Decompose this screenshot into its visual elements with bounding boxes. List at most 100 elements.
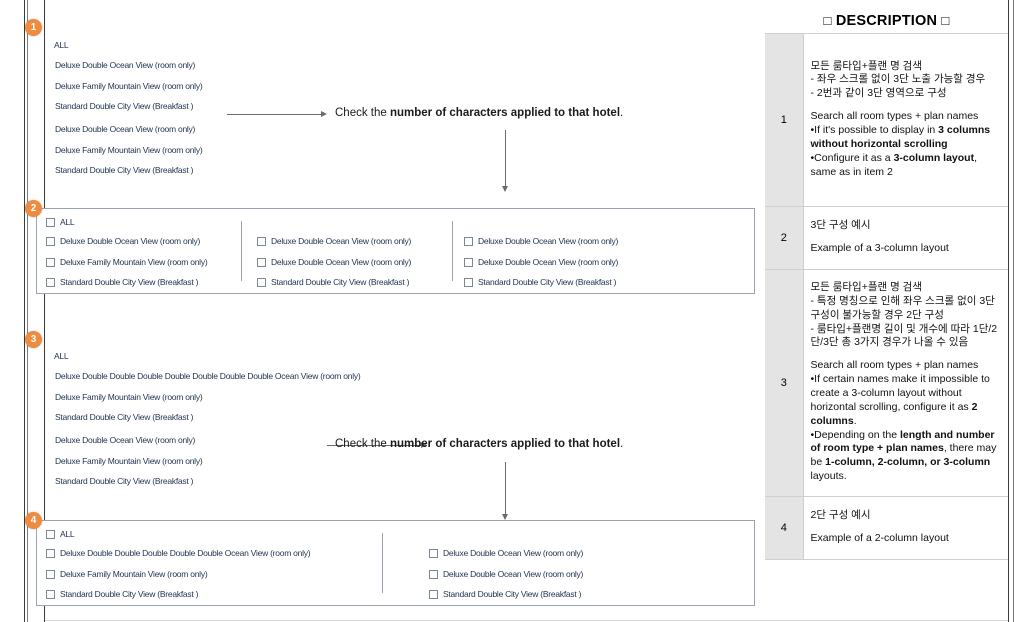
description-row-number: 2 (765, 206, 804, 270)
room-list-item: Deluxe Double Ocean View (room only) (55, 435, 196, 445)
room-list-item: ALL (54, 40, 69, 50)
caption-step1: Check the number of characters applied t… (335, 107, 623, 119)
room-list-item: Standard Double City View (Breakfast ) (55, 101, 194, 111)
description-spacer (811, 523, 1002, 532)
description-row-body: 2단 구성 예시 Example of a 2-column layout (803, 496, 1008, 560)
description-row-number: 4 (765, 496, 804, 560)
description-korean-text: 모든 룸타입+플랜 명 검색- 특정 명칭으로 인해 좌우 스크롤 없이 3단 … (810, 280, 998, 349)
checkbox-icon[interactable] (46, 236, 55, 246)
checkbox-icon[interactable] (257, 257, 266, 267)
caption-step1-suffix: . (620, 107, 624, 119)
checkbox-icon[interactable] (257, 277, 266, 287)
room-list-item: Standard Double City View (Breakfast ) (55, 412, 194, 422)
checkbox-label: Deluxe Family Mountain View (room only) (60, 569, 208, 579)
description-row-number: 3 (765, 269, 804, 497)
description-title-text: DESCRIPTION (835, 13, 938, 29)
caption-step1-prefix: Check the (335, 107, 390, 119)
description-title: □ DESCRIPTION □ (765, 13, 1008, 29)
checkbox-icon[interactable] (464, 257, 473, 267)
checkbox-row[interactable]: Standard Double City View (Breakfast ) (257, 277, 409, 287)
right-rule-inner (1008, 0, 1009, 622)
bottom-rule (45, 620, 1008, 621)
checkbox-label: Standard Double City View (Breakfast ) (443, 589, 582, 599)
checkbox-icon[interactable] (46, 529, 55, 539)
caption-step1-strong: number of characters applied to that hot… (389, 107, 621, 119)
step-badge-3: 3 (25, 331, 42, 348)
arrow-step1-down (500, 130, 510, 192)
checkbox-row[interactable]: Deluxe Double Ocean View (room only) (429, 548, 583, 558)
checkbox-icon[interactable] (429, 548, 438, 558)
checkbox-row[interactable]: Deluxe Double Ocean View (room only) (257, 236, 411, 246)
checkbox-row[interactable]: Standard Double City View (Breakfast ) (429, 589, 581, 599)
room-list-item: Deluxe Double Ocean View (room only) (55, 124, 196, 134)
description-left-box-icon: □ (823, 13, 832, 28)
description-korean-text: 2단 구성 예시 (810, 509, 871, 522)
checkbox-label: Standard Double City View (Breakfast ) (60, 589, 199, 599)
section4-two-column-panel: ALL Deluxe Double Double Double Double Do… (36, 520, 755, 606)
checkbox-row[interactable]: Deluxe Double Ocean View (room only) (46, 236, 200, 246)
checkbox-label: Deluxe Family Mountain View (room only) (60, 257, 208, 267)
checkbox-label: ALL (60, 217, 75, 227)
checkbox-row[interactable]: Standard Double City View (Breakfast ) (46, 277, 198, 287)
checkbox-label: Standard Double City View (Breakfast ) (271, 277, 410, 287)
caption-step3-strong: number of characters applied to that hot… (389, 438, 621, 450)
room-list-item: Deluxe Family Mountain View (room only) (55, 456, 203, 466)
checkbox-icon[interactable] (429, 589, 438, 599)
caption-step3-suffix: . (620, 438, 624, 450)
caption-step3: Check the number of characters applied t… (335, 438, 623, 450)
description-english-text: Search all room types + plan names•If ce… (810, 359, 997, 483)
checkbox-row[interactable]: Standard Double City View (Breakfast ) (464, 277, 616, 287)
description-spacer (811, 101, 1002, 110)
arrow-step3-down (500, 462, 510, 520)
checkbox-icon[interactable] (46, 589, 55, 599)
checkbox-row[interactable]: ALL (46, 529, 75, 539)
checkbox-row[interactable]: Deluxe Double Ocean View (room only) (464, 257, 618, 267)
description-row-body: 모든 룸타입+플랜 명 검색- 특정 명칭으로 인해 좌우 스크롤 없이 3단 … (803, 269, 1008, 497)
checkbox-icon[interactable] (46, 548, 55, 558)
step-badge-1: 1 (25, 19, 42, 36)
description-right-box-icon: □ (941, 13, 950, 28)
checkbox-row[interactable]: Deluxe Double Ocean View (room only) (257, 257, 411, 267)
description-spacer (811, 233, 1002, 242)
checkbox-label: Deluxe Double Ocean View (room only) (443, 569, 584, 579)
step-badge-4: 4 (25, 512, 42, 529)
checkbox-label: Deluxe Double Ocean View (room only) (478, 257, 619, 267)
room-list-item: Deluxe Family Mountain View (room only) (55, 145, 203, 155)
checkbox-row[interactable]: Deluxe Family Mountain View (room only) (46, 569, 208, 579)
left-rule-outer (24, 0, 25, 622)
checkbox-row[interactable]: Deluxe Double Ocean View (room only) (464, 236, 618, 246)
section4-divider-1 (382, 533, 383, 593)
checkbox-icon[interactable] (429, 569, 438, 579)
checkbox-label: Deluxe Double Ocean View (room only) (271, 257, 412, 267)
description-row: 4 2단 구성 예시 Example of a 2-column layout (765, 496, 1008, 560)
checkbox-icon[interactable] (46, 277, 55, 287)
caption-step3-prefix: Check the (335, 438, 390, 450)
step-badge-2: 2 (25, 200, 42, 217)
checkbox-row[interactable]: Deluxe Family Mountain View (room only) (46, 257, 208, 267)
checkbox-icon[interactable] (257, 236, 266, 246)
checkbox-icon[interactable] (464, 277, 473, 287)
checkbox-label: ALL (60, 529, 75, 539)
description-spacer (811, 350, 1002, 359)
checkbox-label: Deluxe Double Double Double Double Doubl… (60, 548, 311, 558)
room-list-item: ALL (54, 351, 69, 361)
checkbox-label: Deluxe Double Ocean View (room only) (443, 548, 584, 558)
section2-divider-1 (241, 221, 242, 281)
checkbox-icon[interactable] (46, 257, 55, 267)
description-english-text: Example of a 2-column layout (810, 532, 949, 544)
checkbox-row[interactable]: Deluxe Double Ocean View (room only) (429, 569, 583, 579)
description-korean-text: 3단 구성 예시 (810, 219, 871, 232)
arrow-step3-to-caption (327, 440, 427, 450)
checkbox-icon[interactable] (46, 569, 55, 579)
arrow-step1-to-caption (227, 109, 327, 119)
checkbox-icon[interactable] (46, 217, 55, 227)
room-list-item: Deluxe Family Mountain View (room only) (55, 81, 203, 91)
checkbox-row[interactable]: Deluxe Double Double Double Double Doubl… (46, 548, 311, 558)
checkbox-row[interactable]: Standard Double City View (Breakfast ) (46, 589, 198, 599)
checkbox-row[interactable]: ALL (46, 217, 75, 227)
room-list-item: Deluxe Double Double Double Double Doubl… (55, 371, 361, 381)
checkbox-icon[interactable] (464, 236, 473, 246)
